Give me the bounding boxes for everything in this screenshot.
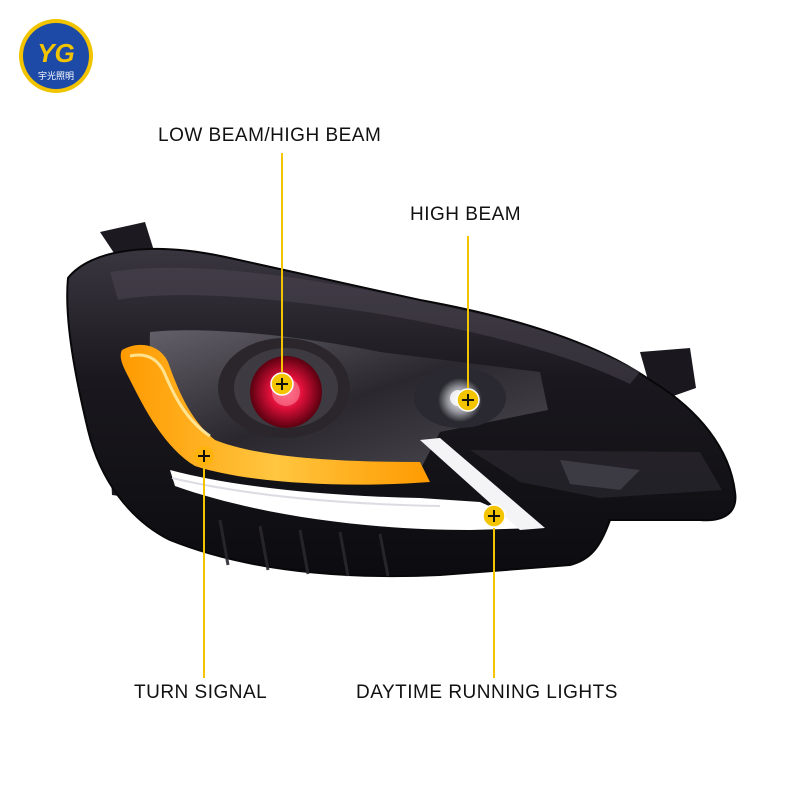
plus-marker-icon [456, 388, 480, 412]
brand-logo: YG 宇光照明 [19, 19, 93, 93]
plus-marker-icon [482, 504, 506, 528]
callout-label-drl: DAYTIME RUNNING LIGHTS [356, 682, 618, 703]
lower-housing-ribs [218, 519, 390, 577]
callout-label-turn-signal: TURN SIGNAL [134, 682, 268, 703]
plus-marker-icon [194, 446, 214, 466]
logo-text: 宇光照明 [38, 70, 74, 82]
drl-light-strip [170, 470, 540, 530]
callout-lines [203, 153, 495, 678]
callout-label-low-high-beam: LOW BEAM/HIGH BEAM [158, 125, 382, 146]
logo-letters: YG [37, 38, 75, 68]
callout-label-high-beam: HIGH BEAM [410, 204, 522, 225]
plus-marker-icon [270, 372, 294, 396]
